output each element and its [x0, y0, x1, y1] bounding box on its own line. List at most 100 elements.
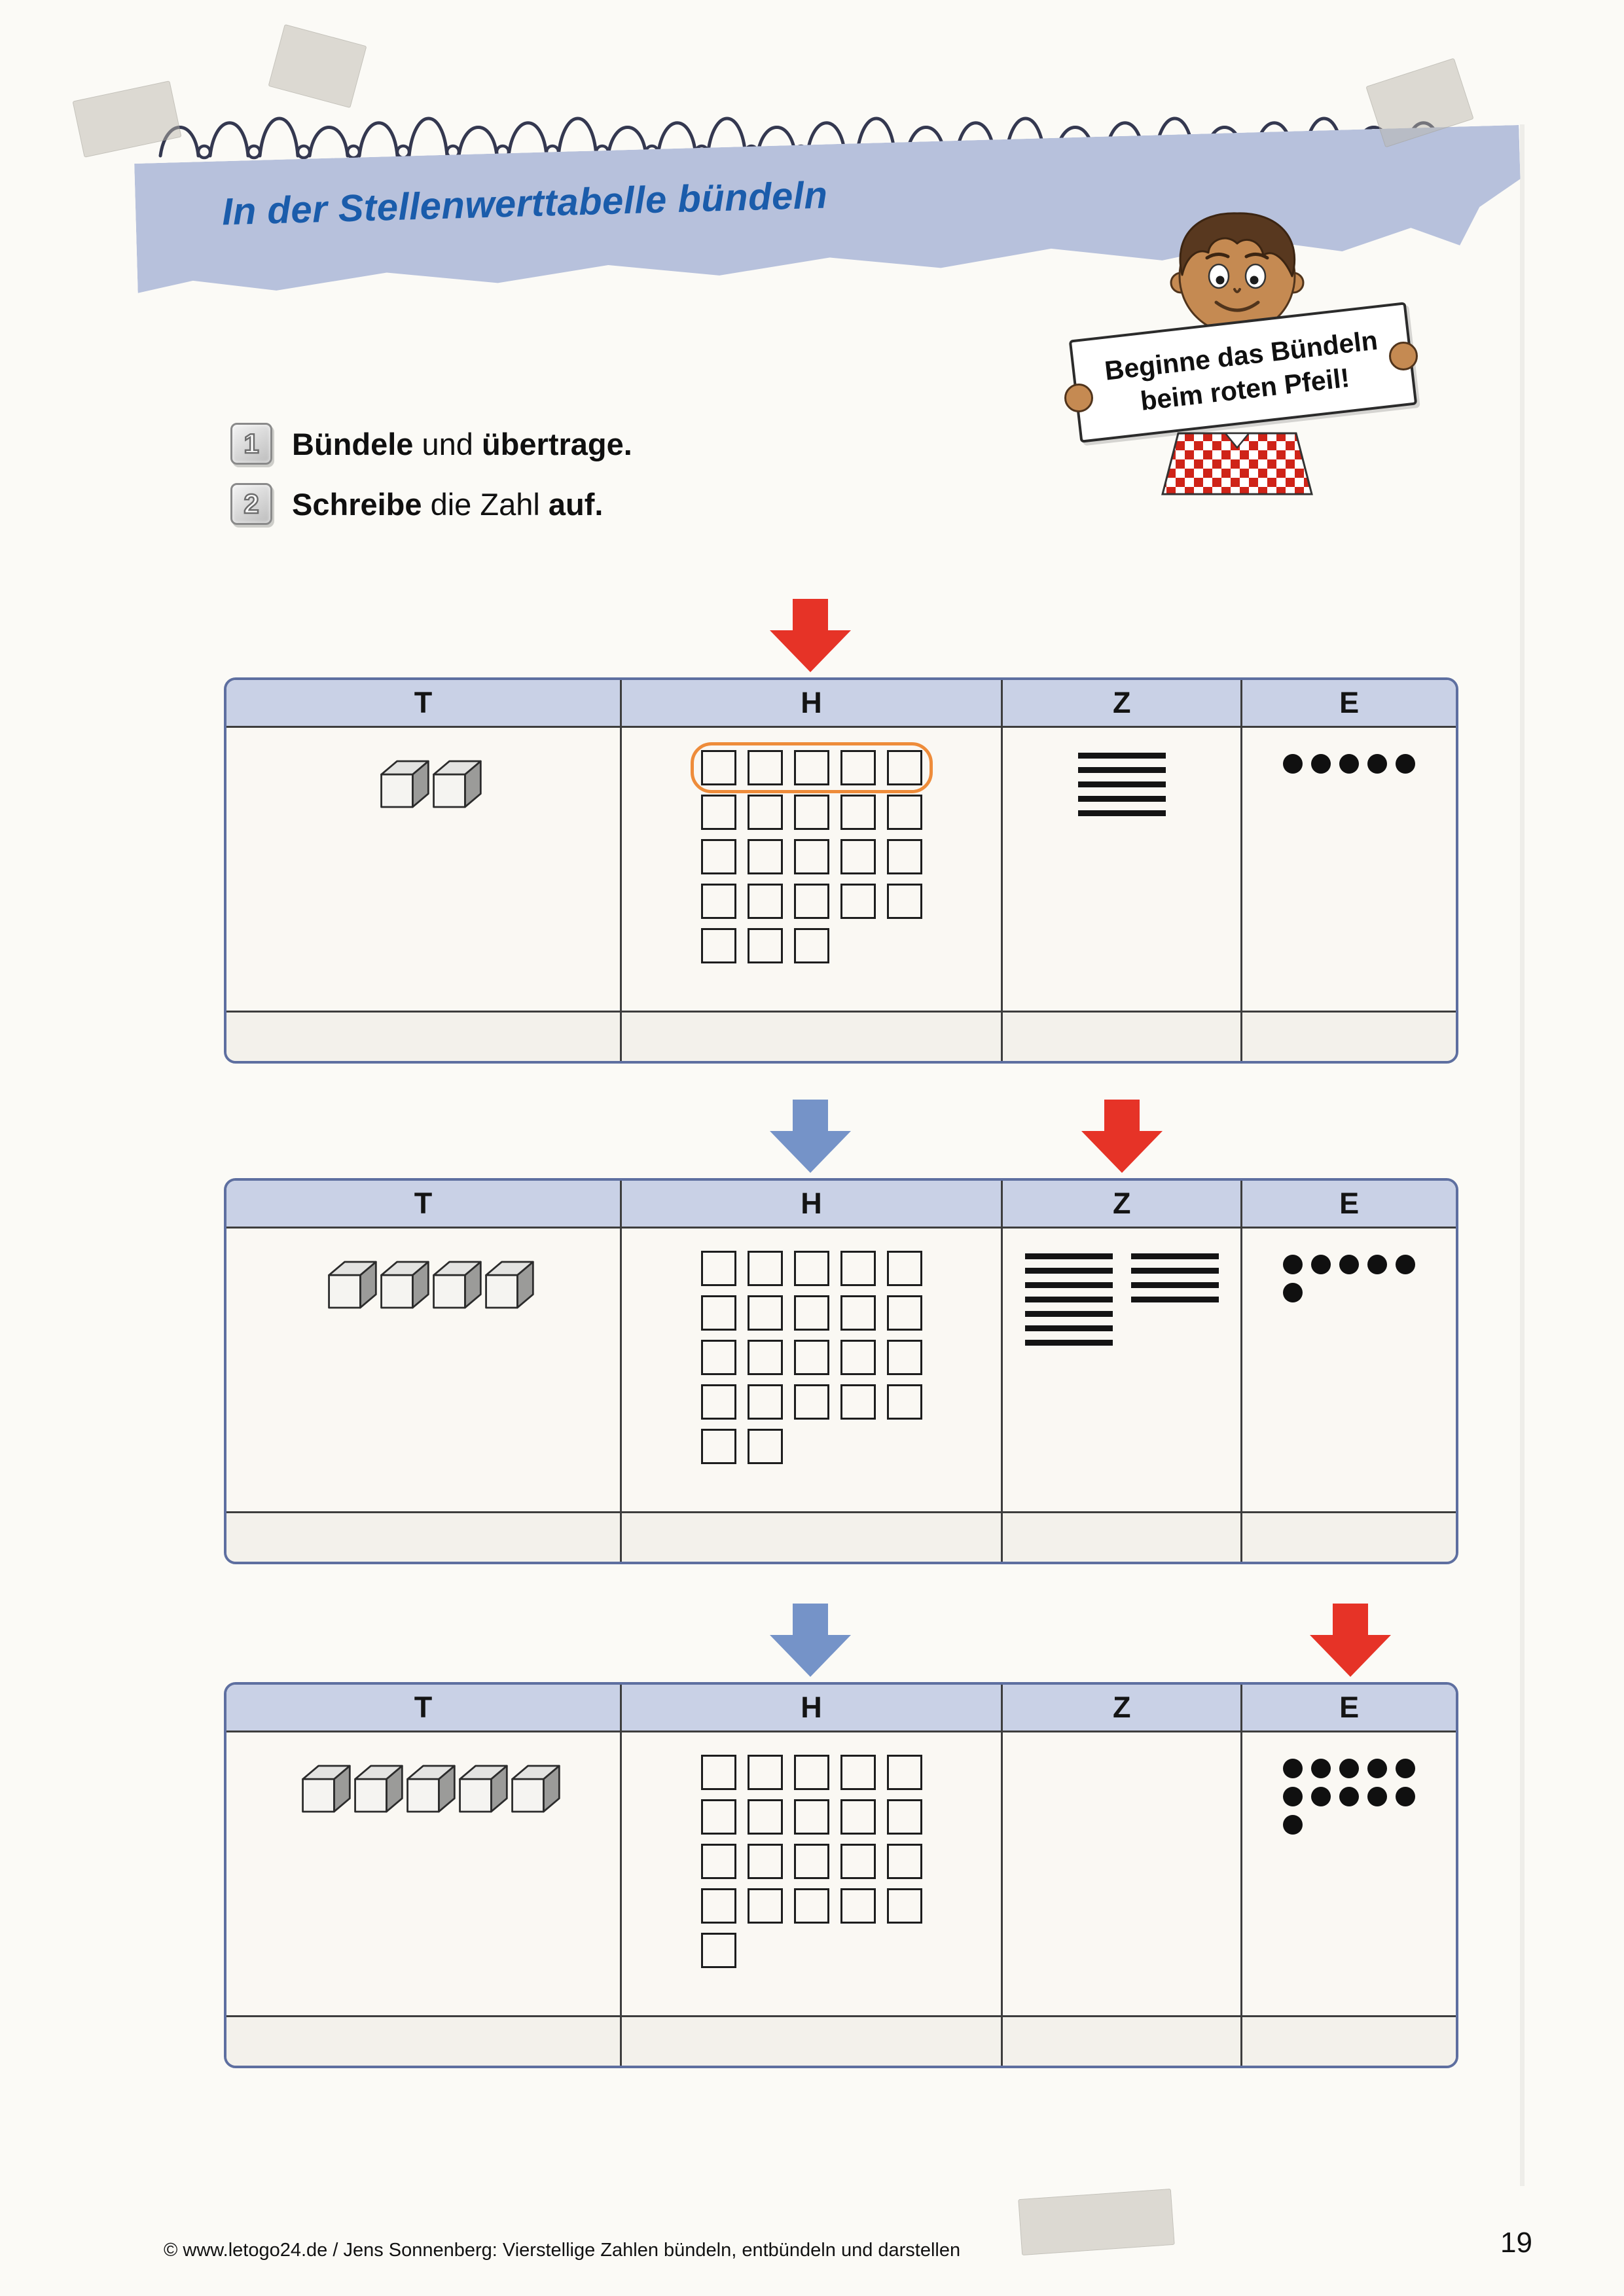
- hundred-square-icon: [747, 1844, 783, 1879]
- answer-cell-Z[interactable]: [1001, 1513, 1240, 1562]
- hundred-square-icon: [747, 1755, 783, 1790]
- pv-table-body: [226, 1229, 1456, 1511]
- answer-cell-E[interactable]: [1240, 1513, 1456, 1562]
- hundred-square-icon: [700, 1429, 736, 1464]
- thousand-cube-icon: [449, 1759, 509, 1819]
- one-dot-icon: [1283, 1787, 1303, 1806]
- pv-table-body: [226, 1732, 1456, 2015]
- hundred-square-icon: [840, 1384, 876, 1420]
- boy-mascot: Beginne das Bündeln beim roten Pfeil!: [1047, 203, 1453, 504]
- hundred-square-icon: [886, 1799, 922, 1835]
- hundred-square-icon: [747, 884, 783, 919]
- thousands-cubes: [292, 1755, 561, 1819]
- hundred-square-icon: [886, 839, 922, 874]
- thousand-cube-icon: [292, 1759, 352, 1819]
- thousands-cubes: [370, 750, 482, 814]
- column-header-E: E: [1240, 680, 1456, 726]
- answer-cell-T[interactable]: [226, 1513, 620, 1562]
- hundred-square-icon: [700, 1340, 736, 1375]
- column-header-Z: Z: [1001, 1181, 1240, 1227]
- hundred-square-icon: [793, 795, 829, 830]
- badge-number: 2: [243, 488, 260, 520]
- squares-row: [700, 1799, 922, 1835]
- dots-row: [1283, 1255, 1416, 1274]
- column-header-T: T: [414, 686, 433, 719]
- squares-row: [700, 839, 922, 874]
- hundred-square-icon: [747, 1799, 783, 1835]
- pv-answer-row: [226, 2015, 1456, 2066]
- thousand-cube-icon: [370, 754, 431, 814]
- answer-cell-H[interactable]: [619, 1513, 1001, 1562]
- arrow-head: [1309, 1635, 1391, 1677]
- hundred-square-icon: [886, 1251, 922, 1286]
- cell-E: [1240, 728, 1456, 1011]
- ten-line-icon: [1024, 1268, 1113, 1274]
- thousand-cube-icon: [397, 1759, 457, 1819]
- answer-cell-E[interactable]: [1240, 1013, 1456, 1061]
- answer-cell-T[interactable]: [226, 2017, 620, 2066]
- column-header-T: T: [414, 1691, 433, 1724]
- arrow-stem: [1104, 1100, 1140, 1131]
- ten-line-icon: [1077, 781, 1166, 787]
- boy-left-hand: [1064, 384, 1093, 412]
- hundred-square-icon: [793, 1340, 829, 1375]
- one-dot-icon: [1339, 1787, 1360, 1806]
- answer-cell-T[interactable]: [226, 1013, 620, 1061]
- ten-line-icon: [1130, 1297, 1219, 1302]
- hundred-square-icon: [700, 750, 736, 785]
- hundred-square-icon: [793, 884, 829, 919]
- red-arrow-icon: [769, 599, 851, 672]
- arrow-stem: [1332, 1604, 1368, 1635]
- hundred-square-icon: [886, 795, 922, 830]
- blue-arrow-icon: [769, 1100, 851, 1173]
- one-dot-icon: [1283, 1255, 1303, 1274]
- hundred-square-icon: [700, 884, 736, 919]
- hundred-square-icon: [747, 1429, 783, 1464]
- boy-right-hand: [1389, 342, 1418, 370]
- answer-cell-Z[interactable]: [1001, 1013, 1240, 1061]
- hundred-square-icon: [840, 1295, 876, 1331]
- tens-lines: [1077, 750, 1166, 816]
- ten-line-icon: [1077, 753, 1166, 759]
- arrow-stem: [792, 1604, 828, 1635]
- answer-cell-H[interactable]: [619, 1013, 1001, 1061]
- squares-row: [700, 1295, 922, 1331]
- hundred-square-icon: [747, 839, 783, 874]
- thousand-cube-icon: [423, 1255, 483, 1315]
- column-header-E: E: [1240, 1685, 1456, 1731]
- cell-H: [619, 728, 1001, 1011]
- ten-line-icon: [1077, 796, 1166, 802]
- cell-Z: [1001, 728, 1240, 1011]
- one-dot-icon: [1396, 754, 1416, 774]
- arrow-stem: [792, 1100, 828, 1131]
- instruction-2: 2 Schreibe die Zahl auf.: [230, 483, 632, 525]
- thousand-cube-icon: [370, 1255, 431, 1315]
- column-header-E: E: [1240, 1181, 1456, 1227]
- hundred-square-icon: [700, 795, 736, 830]
- hundred-square-icon: [700, 1295, 736, 1331]
- answer-cell-Z[interactable]: [1001, 2017, 1240, 2066]
- red-arrow-icon: [1081, 1100, 1163, 1173]
- hundred-square-icon: [700, 839, 736, 874]
- boy-illustration: [1161, 212, 1313, 495]
- hundred-square-icon: [886, 884, 922, 919]
- ten-line-icon: [1130, 1268, 1219, 1274]
- answer-cell-E[interactable]: [1240, 2017, 1456, 2066]
- squares-row: [700, 1429, 922, 1464]
- hundred-square-icon: [840, 1340, 876, 1375]
- hundred-square-icon: [747, 928, 783, 963]
- page-number: 19: [1500, 2227, 1532, 2259]
- hundred-square-icon: [793, 1799, 829, 1835]
- pv-answer-row: [226, 1511, 1456, 1562]
- answer-cell-H[interactable]: [619, 2017, 1001, 2066]
- one-dot-icon: [1339, 1759, 1360, 1778]
- tens-line-group: [1077, 753, 1166, 816]
- ten-line-icon: [1024, 1325, 1113, 1331]
- ones-dots: [1283, 1251, 1416, 1302]
